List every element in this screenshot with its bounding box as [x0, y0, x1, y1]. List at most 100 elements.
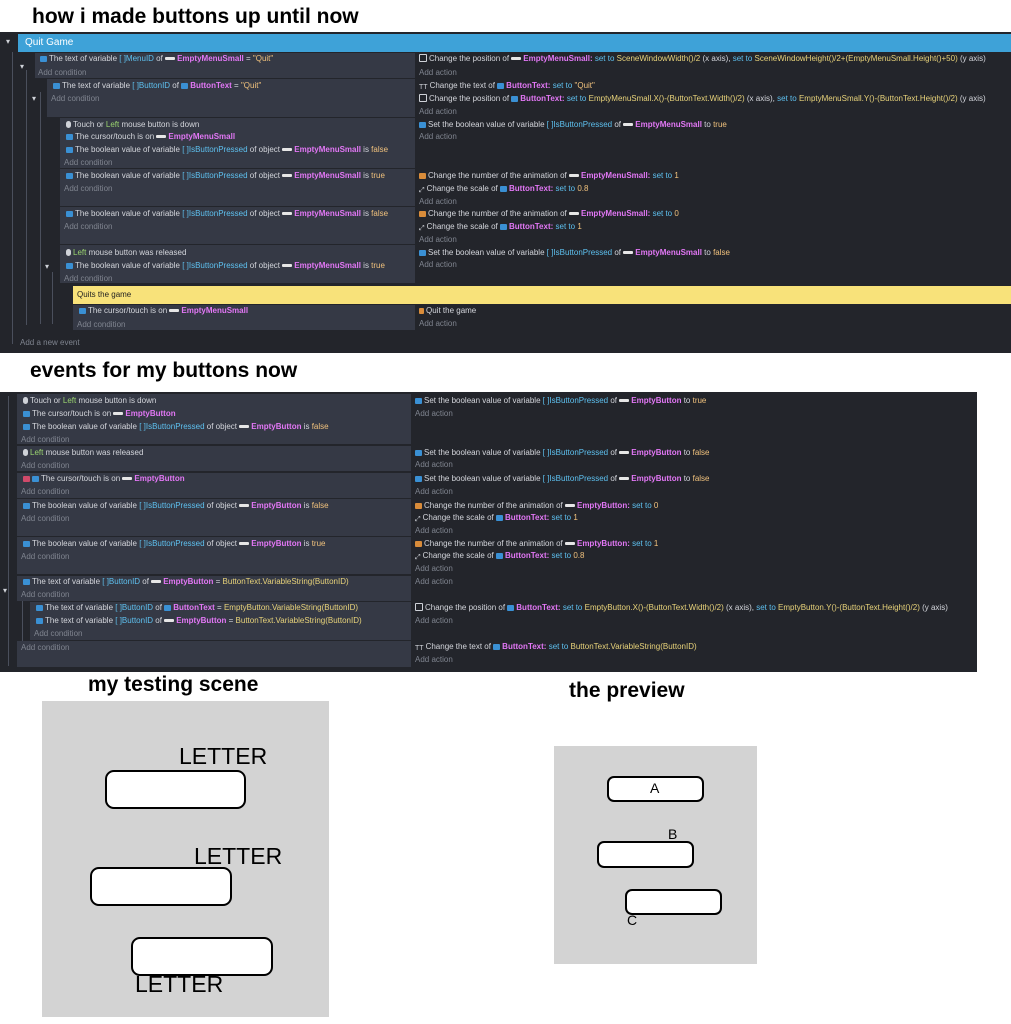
add-condition-link[interactable]: Add condition [21, 435, 70, 444]
add-condition-link[interactable]: Add condition [38, 68, 87, 77]
add-condition-link[interactable]: Add condition [64, 184, 113, 193]
event-condition-block[interactable] [35, 53, 415, 78]
event-condition-block[interactable] [17, 641, 411, 667]
add-condition-link[interactable]: Add condition [64, 222, 113, 231]
collapse-icon[interactable]: ▾ [20, 62, 25, 71]
add-condition-link[interactable]: Add condition [64, 274, 113, 283]
condition-text[interactable]: The cursor/touch is on EmptyMenuSmall [79, 305, 248, 318]
event-condition-block[interactable] [17, 473, 411, 498]
collapse-icon[interactable]: ▾ [3, 586, 8, 595]
add-action-link[interactable]: Add action [415, 409, 453, 418]
condition-text[interactable]: Touch or Left mouse button is down [66, 119, 199, 132]
group-bar[interactable]: Quit Game [18, 34, 1011, 52]
action-text[interactable]: Set the boolean value of variable [ ]IsB… [419, 247, 730, 260]
action-text[interactable]: Change the position of ButtonText: set t… [415, 602, 948, 615]
condition-text[interactable]: Left mouse button was released [23, 447, 143, 460]
action-text[interactable]: Change the number of the animation of Em… [415, 500, 658, 513]
add-condition-link[interactable]: Add condition [77, 320, 126, 329]
event-condition-block[interactable] [60, 207, 415, 244]
preview-button-b[interactable] [597, 841, 694, 868]
event-condition-block[interactable] [60, 169, 415, 206]
add-condition-link[interactable]: Add condition [34, 629, 83, 638]
add-condition-link[interactable]: Add condition [64, 158, 113, 167]
condition-text[interactable]: The boolean value of variable [ ]IsButto… [66, 170, 385, 183]
collapse-icon[interactable]: ▾ [45, 262, 50, 271]
add-condition-link[interactable]: Add condition [21, 514, 70, 523]
action-text[interactable]: Set the boolean value of variable [ ]IsB… [415, 395, 706, 408]
add-action-link[interactable]: Add action [415, 616, 453, 625]
condition-text[interactable]: The text of variable [ ]MenuID of EmptyM… [40, 53, 273, 66]
action-text[interactable]: Quit the game [419, 305, 476, 318]
add-action-link[interactable]: Add action [415, 526, 453, 535]
add-action-link[interactable]: Add action [415, 564, 453, 573]
add-action-link[interactable]: Add action [419, 319, 457, 328]
event-condition-block[interactable] [17, 446, 411, 471]
scene-button[interactable] [131, 937, 273, 976]
preview-label-b: B [668, 826, 678, 842]
add-action-link[interactable]: Add action [419, 235, 457, 244]
add-action-link[interactable]: Add action [419, 132, 457, 141]
add-condition-link[interactable]: Add condition [21, 643, 70, 652]
event-condition-block[interactable] [17, 394, 411, 444]
add-condition-link[interactable]: Add condition [21, 487, 70, 496]
action-text[interactable]: ⤢Change the scale of ButtonText: set to … [415, 551, 585, 561]
condition-text[interactable]: The text of variable [ ]ButtonID of Empt… [36, 615, 362, 628]
scene-button[interactable] [90, 867, 232, 906]
add-condition-link[interactable]: Add condition [21, 590, 70, 599]
event-condition-block[interactable] [30, 602, 411, 640]
add-action-link[interactable]: Add action [415, 460, 453, 469]
add-action-link[interactable]: Add action [419, 107, 457, 116]
action-text[interactable]: Set the boolean value of variable [ ]IsB… [419, 119, 727, 132]
action-text[interactable]: ⤢Change the scale of ButtonText: set to … [419, 222, 582, 232]
scene-button[interactable] [105, 770, 246, 809]
event-condition-block[interactable] [17, 537, 411, 574]
action-text[interactable]: Change the number of the animation of Em… [419, 208, 679, 221]
condition-text[interactable]: The text of variable [ ]ButtonID of Butt… [36, 602, 358, 615]
add-condition-link[interactable]: Add condition [21, 552, 70, 561]
add-condition-link[interactable]: Add condition [21, 461, 70, 470]
condition-text[interactable]: The boolean value of variable [ ]IsButto… [66, 260, 385, 273]
action-text[interactable]: Change the number of the animation of Em… [419, 170, 679, 183]
event-condition-block[interactable] [47, 79, 415, 117]
add-condition-link[interactable]: Add condition [51, 94, 100, 103]
comment-bar[interactable]: Quits the game [73, 286, 1011, 304]
event-condition-block[interactable] [17, 499, 411, 536]
action-text[interactable]: ⤢Change the scale of ButtonText: set to … [415, 513, 578, 523]
add-action-link[interactable]: Add action [415, 655, 453, 664]
condition-text[interactable]: The boolean value of variable [ ]IsButto… [66, 144, 388, 157]
condition-text[interactable]: The text of variable [ ]ButtonID of Empt… [23, 576, 349, 589]
condition-text[interactable]: The cursor/touch is on EmptyButton [23, 473, 185, 486]
action-text[interactable]: Change the position of ButtonText: set t… [419, 93, 986, 106]
add-action-link[interactable]: Add action [419, 68, 457, 77]
collapse-icon[interactable]: ▾ [6, 37, 11, 46]
condition-text[interactable]: Touch or Left mouse button is down [23, 395, 156, 408]
action-text[interactable]: ⤢Change the scale of ButtonText: set to … [419, 184, 589, 194]
collapse-icon[interactable]: ▾ [32, 94, 37, 103]
condition-text[interactable]: The cursor/touch is on EmptyMenuSmall [66, 131, 235, 144]
action-text[interactable]: Set the boolean value of variable [ ]IsB… [415, 447, 710, 460]
action-text[interactable]: Change the number of the animation of Em… [415, 538, 658, 551]
condition-text[interactable]: The boolean value of variable [ ]IsButto… [23, 421, 329, 434]
condition-text[interactable]: The text of variable [ ]ButtonID of Butt… [53, 80, 261, 93]
preview-button-a[interactable] [607, 776, 704, 802]
action-text[interactable]: Set the boolean value of variable [ ]IsB… [415, 473, 710, 486]
add-new-event-link[interactable]: Add a new event [20, 338, 80, 347]
action-text[interactable]: Change the position of EmptyMenuSmall: s… [419, 53, 986, 66]
preview-button-c[interactable] [625, 889, 722, 915]
add-action-link[interactable]: Add action [415, 577, 453, 586]
add-action-link[interactable]: Add action [415, 487, 453, 496]
condition-text[interactable]: The boolean value of variable [ ]IsButto… [23, 500, 329, 513]
add-action-link[interactable]: Add action [419, 197, 457, 206]
add-action-link[interactable]: Add action [419, 260, 457, 269]
event-condition-block[interactable] [73, 305, 415, 330]
condition-text[interactable]: The cursor/touch is on EmptyButton [23, 408, 176, 421]
event-condition-block[interactable] [60, 118, 415, 168]
condition-text[interactable]: Left mouse button was released [66, 247, 186, 260]
condition-text[interactable]: The boolean value of variable [ ]IsButto… [66, 208, 388, 221]
comment-text: Quits the game [77, 290, 132, 299]
event-condition-block[interactable] [60, 245, 415, 283]
event-condition-block[interactable] [17, 576, 411, 601]
condition-text[interactable]: The boolean value of variable [ ]IsButto… [23, 538, 326, 551]
